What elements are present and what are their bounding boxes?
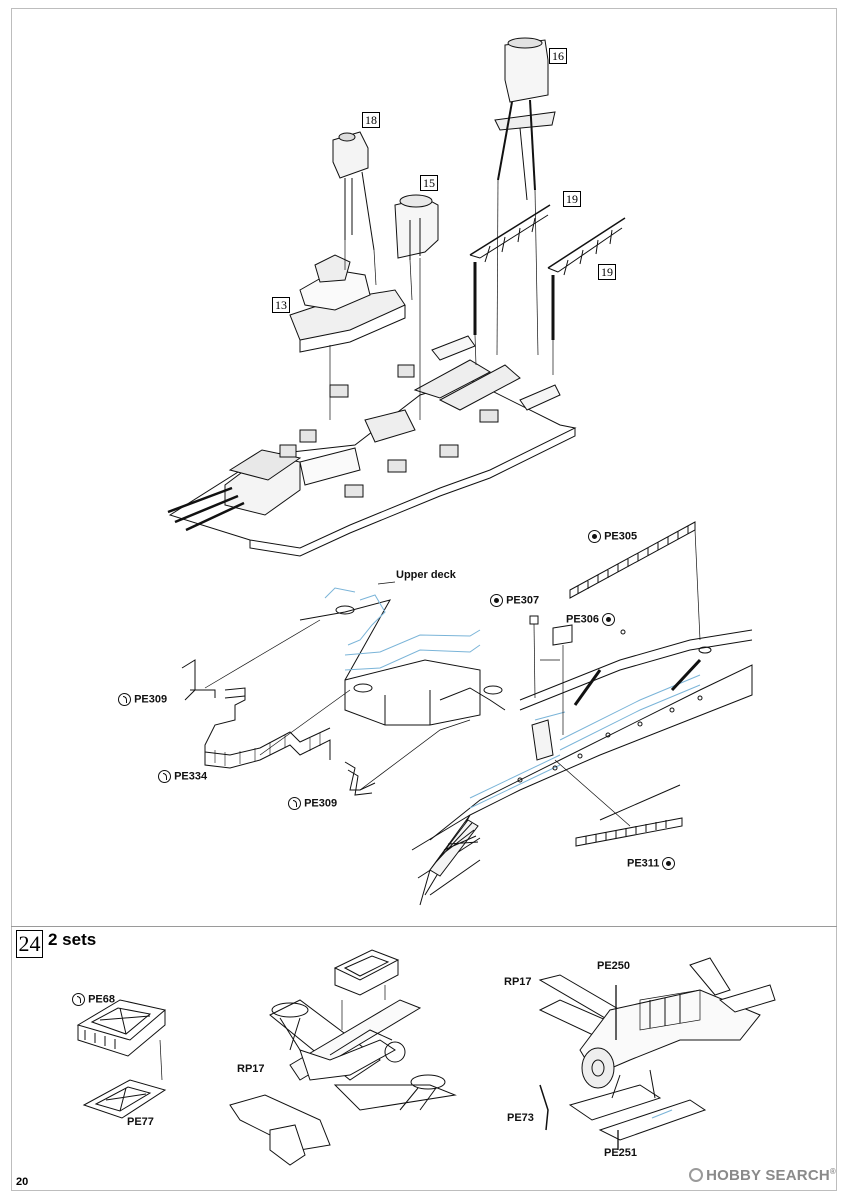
- rp17-label: RP17: [237, 1063, 265, 1075]
- step-24-illustrations: [76, 949, 776, 1166]
- bend-part-icon: [118, 693, 131, 706]
- step-divider: [11, 926, 837, 927]
- ref-box-18: 18: [362, 112, 380, 128]
- page-border: [11, 8, 837, 1191]
- ref-box-15: 15: [420, 175, 438, 191]
- pe251-label: PE251: [604, 1147, 638, 1159]
- remove-part-icon: [588, 530, 601, 543]
- remove-part-icon: [662, 857, 676, 870]
- step-quantity-note: 2 sets: [48, 930, 97, 949]
- remove-part-icon: [602, 613, 616, 626]
- pe311-label: PE311: [627, 857, 676, 870]
- ref-box-19: 19: [563, 191, 581, 207]
- bend-part-icon: [288, 797, 301, 810]
- pe68-label: PE68: [72, 993, 115, 1006]
- superstructure-assembly: [167, 37, 626, 557]
- pe77-label: PE77: [127, 1116, 154, 1128]
- pe334-label: PE334: [158, 770, 207, 783]
- pe250-label: PE250: [597, 960, 631, 972]
- pe306-label: PE306: [566, 613, 616, 626]
- hobby-search-logo-icon: [689, 1168, 704, 1182]
- page-number: 20: [16, 1176, 29, 1188]
- step-number: 24: [16, 930, 43, 958]
- pe73-label: PE73: [507, 1112, 534, 1124]
- pe309-label-second: PE309: [288, 797, 337, 810]
- remove-part-icon: [490, 594, 503, 607]
- rp17-label-second: RP17: [504, 976, 532, 988]
- bend-part-icon: [158, 770, 171, 783]
- pe309-label: PE309: [118, 693, 167, 706]
- pe305-label: PE305: [588, 530, 637, 543]
- ref-box-19-second: 19: [598, 264, 616, 280]
- ref-box-16: 16: [549, 48, 567, 64]
- bend-part-icon: [72, 993, 85, 1006]
- hull-upper-deck-assembly: [181, 521, 753, 906]
- watermark: HOBBY SEARCH®: [689, 1167, 836, 1184]
- upper-deck-label: Upper deck: [396, 569, 456, 581]
- ref-box-13: 13: [272, 297, 290, 313]
- pe307-label: PE307: [490, 594, 539, 607]
